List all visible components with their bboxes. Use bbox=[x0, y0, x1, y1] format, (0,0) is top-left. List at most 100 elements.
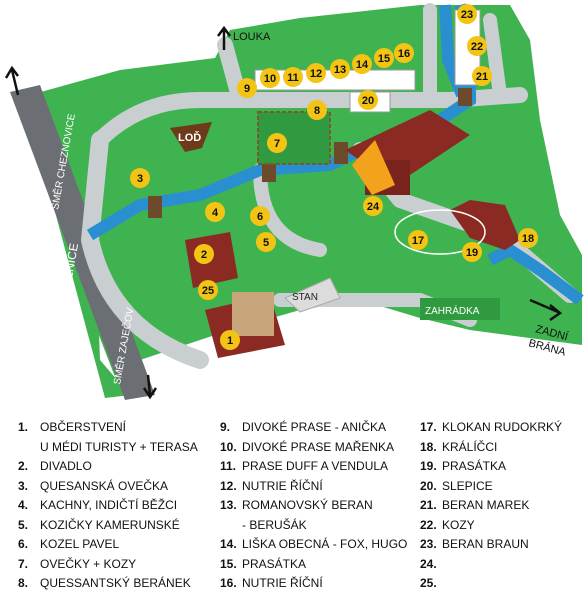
marker-label-6: 6 bbox=[257, 211, 263, 223]
marker-8 bbox=[307, 100, 327, 120]
legend-label: KLOKAN RUDOKRKÝ bbox=[442, 420, 563, 434]
zahradka-area bbox=[420, 298, 500, 320]
legend-item: 9.DIVOKÉ PRASE - ANIČKA bbox=[220, 420, 386, 434]
legend-label: SLEPICE bbox=[442, 478, 493, 493]
legend-label: PRASE DUFF A VENDULA bbox=[242, 459, 389, 473]
legend-label: NUTRIE ŘÍČNÍ bbox=[242, 478, 323, 493]
legend-number: 16. bbox=[220, 576, 237, 590]
legend-number: 20. bbox=[420, 478, 437, 493]
marker-17 bbox=[408, 230, 428, 250]
legend-item: 3. QUESANSKÁ OVEČKA bbox=[18, 479, 168, 493]
legend-number: 12. bbox=[220, 478, 237, 493]
marker-label-8: 8 bbox=[314, 105, 320, 117]
marker-label-3: 3 bbox=[137, 173, 143, 185]
marker-15 bbox=[374, 48, 394, 68]
legend-item: 14. LIŠKA OBECNÁ - FOX, HUGO bbox=[220, 537, 407, 551]
legend-number: 8. bbox=[18, 576, 29, 590]
legend-number: 6. bbox=[18, 537, 29, 551]
legend-item: 6. KOZEL PAVEL bbox=[18, 537, 119, 551]
legend-label: KRÁLÍČCI bbox=[442, 439, 498, 454]
legend-label: NUTRIE ŘÍČNÍ bbox=[242, 576, 323, 590]
legend-label: KOZEL PAVEL bbox=[40, 537, 120, 551]
label-louka: LOUKA bbox=[233, 31, 271, 43]
legend-number: 19. bbox=[420, 459, 437, 473]
marker-label-18: 18 bbox=[522, 233, 534, 245]
legend-number: 7. bbox=[18, 556, 29, 571]
marker-label-9: 9 bbox=[244, 83, 250, 95]
legend-item: 18.KRÁLÍČCI bbox=[420, 440, 497, 454]
marker-label-16: 16 bbox=[398, 48, 410, 60]
marker-12 bbox=[306, 63, 326, 83]
legend-item: 7. OVEČKY + KOZY bbox=[18, 557, 136, 571]
legend-item: 11. PRASE DUFF A VENDULA bbox=[220, 459, 388, 473]
marker-7 bbox=[267, 133, 287, 153]
legend-number: 24. bbox=[420, 556, 437, 571]
legend-item: - BERUŠÁK bbox=[220, 518, 307, 532]
legend-label: OVEČKY + KOZY bbox=[40, 556, 137, 571]
legend-item: 25. bbox=[420, 576, 442, 590]
legend-label: PRASÁTKA bbox=[442, 459, 507, 473]
marker-label-7: 7 bbox=[274, 138, 280, 150]
legend-item: 8. QUESSANTSKÝ BERÁNEK bbox=[18, 576, 191, 590]
arrow-zajecov bbox=[142, 374, 158, 400]
marker-label-1: 1 bbox=[227, 335, 233, 347]
marker-label-12: 12 bbox=[310, 68, 322, 80]
legend-item: 17. KLOKAN RUDOKRKÝ bbox=[420, 420, 562, 434]
legend-item: 22.KOZY bbox=[420, 518, 475, 532]
label-lod: LOĎ bbox=[178, 131, 201, 144]
legend-item: 21.BERAN MAREK bbox=[420, 498, 529, 512]
legend-item: 4. KACHNY, INDIČTÍ BĚŽCI bbox=[18, 498, 177, 512]
marker-label-4: 4 bbox=[212, 207, 219, 219]
marker-label-5: 5 bbox=[263, 237, 269, 249]
building-24-gable bbox=[352, 140, 395, 195]
marker-label-2: 2 bbox=[201, 249, 207, 261]
bridge bbox=[458, 88, 472, 106]
legend-item: 19. PRASÁTKA bbox=[420, 459, 506, 473]
legend-number: 17. bbox=[420, 420, 437, 434]
legend-label: LIŠKA OBECNÁ - FOX, HUGO bbox=[242, 537, 408, 551]
legend-number: 4. bbox=[18, 498, 29, 512]
legend-label: QUESANSKÁ OVEČKA bbox=[40, 478, 169, 493]
bridge bbox=[334, 142, 348, 164]
legend-label: DIVOKÉ PRASE MAŘENKA bbox=[242, 439, 395, 454]
marker-21 bbox=[472, 66, 492, 86]
legend-number: 3. bbox=[18, 478, 29, 493]
legend-label: KACHNY, INDIČTÍ BĚŽCI bbox=[40, 498, 178, 512]
marker-label-21: 21 bbox=[476, 71, 488, 83]
marker-10 bbox=[260, 68, 280, 88]
legend-item: 15. PRASÁTKA bbox=[220, 557, 306, 571]
marker-label-13: 13 bbox=[334, 64, 346, 76]
marker-20 bbox=[358, 90, 378, 110]
legend-number: 13. bbox=[220, 498, 237, 512]
legend-number: 15. bbox=[220, 556, 237, 571]
arrow-louka bbox=[217, 25, 231, 50]
marker-6 bbox=[250, 206, 270, 226]
building-18-roof bbox=[450, 200, 520, 250]
legend-number: 2. bbox=[18, 459, 29, 473]
marker-18 bbox=[518, 228, 538, 248]
legend-number: 5. bbox=[18, 517, 29, 532]
zoo-map: LOUKA LOĎ STAN ZAHRÁDKA ZADNÍ BRÁNA SMĚR… bbox=[4, 3, 584, 400]
legend-item: 24. bbox=[420, 557, 442, 571]
marker-25 bbox=[198, 280, 218, 300]
legend-number: 14. bbox=[220, 537, 237, 551]
legend-label: PRASÁTKA bbox=[242, 556, 307, 571]
legend-item: 13.ROMANOVSKÝ BERAN bbox=[220, 498, 373, 512]
marker-13 bbox=[330, 59, 350, 79]
arrow-zadni-brana bbox=[529, 298, 563, 322]
marker-14 bbox=[352, 54, 372, 74]
bridge bbox=[148, 196, 162, 218]
legend-item: 23.BERAN BRAUN bbox=[420, 537, 529, 551]
marker-5 bbox=[256, 232, 276, 252]
marker-3 bbox=[130, 168, 150, 188]
marker-1 bbox=[220, 330, 240, 350]
marker-24 bbox=[363, 196, 383, 216]
legend-label: BERAN BRAUN bbox=[442, 537, 529, 551]
legend-number: 11. bbox=[220, 459, 237, 473]
tent-stan bbox=[284, 277, 341, 313]
legend-item: 1.OBČERSTVENÍ bbox=[18, 420, 126, 434]
marker-label-10: 10 bbox=[264, 73, 276, 85]
legend-label: QUESSANTSKÝ BERÁNEK bbox=[40, 576, 191, 590]
marker-label-11: 11 bbox=[287, 72, 299, 84]
marker-2 bbox=[194, 244, 214, 264]
